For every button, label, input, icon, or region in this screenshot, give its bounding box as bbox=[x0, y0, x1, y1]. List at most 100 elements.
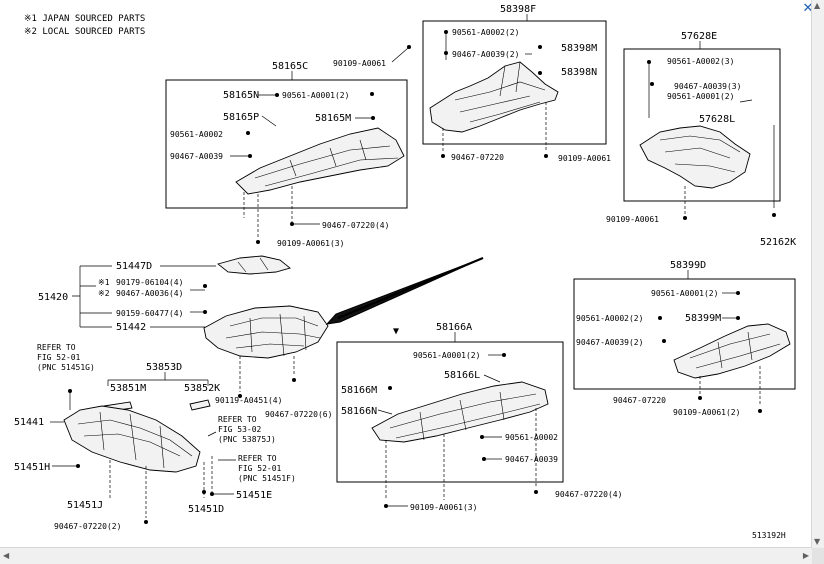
legend-local-sourced: ※2 LOCAL SOURCED PARTS bbox=[24, 27, 145, 37]
shape-58165C-cover bbox=[235, 127, 405, 195]
part-51441-item-6[interactable]: 51451E bbox=[236, 490, 272, 501]
part-51420-item-1[interactable]: 51447D bbox=[116, 261, 152, 272]
ref-2-line-1[interactable]: REFER TO bbox=[218, 415, 257, 424]
part-51420-item-3[interactable]: 90467-A0036(4) bbox=[116, 289, 183, 298]
group-58399D[interactable]: 58399D 90561-A0001(2) 90561-A0002(2) 583… bbox=[573, 260, 796, 417]
mark-japan-51420: ※1 bbox=[98, 278, 110, 287]
part-51420-item-2[interactable]: 90179-06104(4) bbox=[116, 278, 183, 287]
part-58398F-item-5[interactable]: 90467-07220 bbox=[451, 153, 504, 162]
scroll-left-icon[interactable]: ◀ bbox=[3, 551, 10, 560]
callout-box-58166A bbox=[336, 341, 564, 483]
part-58399D-item-3[interactable]: 58399M bbox=[685, 313, 721, 324]
pointer-arrow-shaft bbox=[337, 256, 484, 320]
legend-japan-sourced: ※1 JAPAN SOURCED PARTS bbox=[24, 14, 145, 24]
mark-local-51420: ※2 bbox=[98, 289, 110, 298]
ref-1-line-3[interactable]: (PNC 51451G) bbox=[37, 363, 95, 372]
diagram-id: 513192H bbox=[752, 531, 786, 540]
part-58166A-item-8[interactable]: 90109-A0061(3) bbox=[410, 503, 477, 512]
part-58166A-item-7[interactable]: 90467-07220(4) bbox=[555, 490, 622, 499]
scroll-up-icon[interactable]: ▲ bbox=[814, 1, 821, 10]
part-number-58165C[interactable]: 58165C bbox=[272, 61, 308, 72]
part-57628E-item-5[interactable]: 90109-A0061 bbox=[606, 215, 659, 224]
part-58165C-item-8[interactable]: 90467-07220(4) bbox=[322, 221, 389, 230]
part-58165C-item-4[interactable]: 58165P bbox=[223, 112, 259, 123]
ref-2-line-3[interactable]: (PNC 53875J) bbox=[218, 435, 276, 444]
part-number-58166A[interactable]: 58166A bbox=[436, 322, 472, 333]
part-58165C-item-3[interactable]: 90561-A0001(2) bbox=[282, 91, 349, 100]
part-58166A-item-3[interactable]: 58166M bbox=[341, 385, 377, 396]
ref-note-3[interactable]: REFER TO FIG 52-01 (PNC 51451F) bbox=[218, 454, 296, 483]
ref-2-line-2[interactable]: FIG 53-02 bbox=[218, 425, 262, 434]
part-58399D-item-1[interactable]: 90561-A0001(2) bbox=[651, 289, 718, 298]
ref-3-line-1[interactable]: REFER TO bbox=[238, 454, 277, 463]
part-57628E-item-6[interactable]: 52162K bbox=[760, 237, 796, 248]
group-53853D[interactable]: 53853D 53851M 53852K bbox=[103, 362, 220, 413]
part-58398F-item-1[interactable]: 90561-A0002(2) bbox=[452, 28, 519, 37]
group-51441[interactable]: 51441 51451H 51451J 90467-07220(2) 51451… bbox=[14, 389, 272, 531]
part-51441-item-4[interactable]: 90467-07220(2) bbox=[54, 522, 121, 531]
part-51441-item-5[interactable]: 51451D bbox=[188, 504, 224, 515]
part-51420-item-4[interactable]: 90159-60477(4) bbox=[116, 309, 183, 318]
ref-1-line-1[interactable]: REFER TO bbox=[37, 343, 76, 352]
group-58398F[interactable]: 58398F 90561-A0002(2) 90467-A0039(2) 583… bbox=[422, 4, 611, 163]
scrollbar-corner bbox=[812, 548, 824, 564]
part-51420-item-7[interactable]: 90467-07220(6) bbox=[265, 410, 332, 419]
vertical-scrollbar[interactable]: ▲ ▼ bbox=[811, 0, 824, 548]
part-58398F-item-4[interactable]: 58398N bbox=[561, 67, 597, 78]
part-57628E-item-2[interactable]: 90467-A0039(3) bbox=[674, 82, 741, 91]
group-51420[interactable]: 51420 51447D ※1 90179-06104(4) ※2 90467-… bbox=[38, 255, 332, 419]
part-53853D-item-1[interactable]: 53851M bbox=[110, 383, 146, 394]
ref-1-line-2[interactable]: FIG 52-01 bbox=[37, 353, 81, 362]
part-57628E-item-3[interactable]: 90561-A0001(2) bbox=[667, 92, 734, 101]
part-58165C-item-5[interactable]: 58165M bbox=[315, 113, 351, 124]
part-number-58398F[interactable]: 58398F bbox=[500, 4, 536, 15]
ref-3-line-3[interactable]: (PNC 51451F) bbox=[238, 474, 296, 483]
part-51441-item-2[interactable]: 51451H bbox=[14, 462, 50, 473]
group-57628E[interactable]: 57628E 90561-A0002(3) 90467-A0039(3) 905… bbox=[606, 31, 796, 248]
ref-3-line-2[interactable]: FIG 52-01 bbox=[238, 464, 282, 473]
horizontal-scrollbar[interactable]: ◀ ▶ bbox=[0, 547, 812, 564]
ref-note-1[interactable]: REFER TO FIG 52-01 (PNC 51451G) bbox=[37, 343, 95, 372]
part-57628E-item-4[interactable]: 57628L bbox=[699, 114, 735, 125]
part-58165C-item-2[interactable]: 58165N bbox=[223, 90, 259, 101]
ref-note-2[interactable]: REFER TO FIG 53-02 (PNC 53875J) bbox=[207, 415, 276, 444]
part-number-51420[interactable]: 51420 bbox=[38, 292, 68, 303]
part-58166A-item-4[interactable]: 58166N bbox=[341, 406, 377, 417]
part-number-53853D[interactable]: 53853D bbox=[146, 362, 182, 373]
part-58166A-item-5[interactable]: 90561-A0002 bbox=[505, 433, 558, 442]
part-53853D-item-2[interactable]: 53852K bbox=[184, 383, 220, 394]
scroll-down-icon[interactable]: ▼ bbox=[814, 537, 821, 546]
part-58166A-item-2[interactable]: 58166L bbox=[444, 370, 480, 381]
shape-58166A-cover bbox=[371, 381, 549, 443]
part-58399D-item-5[interactable]: 90467-07220 bbox=[613, 396, 666, 405]
part-51420-item-6[interactable]: 90119-A0451(4) bbox=[215, 396, 282, 405]
group-58165C[interactable]: 58165C 90109-A0061 58165N 90561-A0001(2)… bbox=[165, 45, 411, 248]
parts-diagram: ※1 JAPAN SOURCED PARTS ※2 LOCAL SOURCED … bbox=[14, 4, 796, 540]
shape-51441-front-cover bbox=[63, 405, 201, 473]
part-51420-item-5[interactable]: 51442 bbox=[116, 322, 146, 333]
part-58398F-item-2[interactable]: 90467-A0039(2) bbox=[452, 50, 519, 59]
part-58165C-item-6[interactable]: 90561-A0002 bbox=[170, 130, 223, 139]
part-57628E-item-1[interactable]: 90561-A0002(3) bbox=[667, 57, 734, 66]
part-58398F-item-6[interactable]: 90109-A0061 bbox=[558, 154, 611, 163]
part-58399D-item-4[interactable]: 90467-A0039(2) bbox=[576, 338, 643, 347]
part-58399D-item-6[interactable]: 90109-A0061(2) bbox=[673, 408, 740, 417]
part-58166A-item-1[interactable]: 90561-A0001(2) bbox=[413, 351, 480, 360]
group-58166A[interactable]: ▼ 58166A 90561-A0001(2) 58166L 58166M 58… bbox=[336, 322, 622, 512]
shape-58399D-cover bbox=[673, 323, 791, 379]
part-51441-item-3[interactable]: 51451J bbox=[67, 500, 103, 511]
close-icon[interactable]: ✕ bbox=[802, 1, 814, 16]
part-51441-item-1[interactable]: 51441 bbox=[14, 417, 44, 428]
part-number-57628E[interactable]: 57628E bbox=[681, 31, 717, 42]
part-58399D-item-2[interactable]: 90561-A0002(2) bbox=[576, 314, 643, 323]
part-58165C-item-7[interactable]: 90467-A0039 bbox=[170, 152, 223, 161]
part-number-58399D[interactable]: 58399D bbox=[670, 260, 706, 271]
part-58166A-item-6[interactable]: 90467-A0039 bbox=[505, 455, 558, 464]
part-58165C-item-1[interactable]: 90109-A0061 bbox=[333, 59, 386, 68]
scroll-right-icon[interactable]: ▶ bbox=[802, 551, 809, 560]
part-58398F-item-3[interactable]: 58398M bbox=[561, 43, 597, 54]
part-58165C-item-9[interactable]: 90109-A0061(3) bbox=[277, 239, 344, 248]
shape-58398F-cover bbox=[429, 61, 559, 133]
callout-box-58398F bbox=[422, 20, 607, 145]
